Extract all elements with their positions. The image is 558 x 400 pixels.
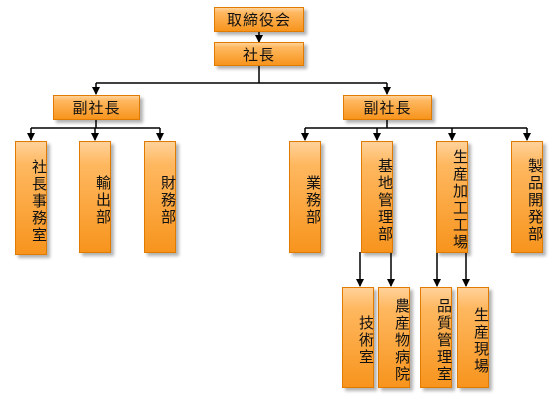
export-dept-box: 輸出部: [79, 141, 112, 253]
agri-product-clinic-box: 農産物病院: [378, 287, 411, 388]
president-box: 社長: [214, 42, 304, 66]
technical-office-box: 技術室: [342, 287, 375, 388]
quality-control-office-box: 品質管理室: [420, 287, 453, 388]
product-development-dept-box: 製品開発部: [511, 141, 544, 253]
production-site-box: 生産現場: [457, 287, 490, 388]
base-management-dept-box: 基地管理部: [361, 141, 394, 253]
finance-dept-box: 財務部: [144, 141, 177, 253]
vice-president-right-box: 副社長: [343, 95, 432, 120]
presidents-office-box: 社長事務室: [15, 141, 48, 255]
production-plant-box: 生産加工工場: [436, 141, 469, 253]
vice-president-left-box: 副社長: [53, 95, 140, 120]
board-box: 取締役会: [214, 7, 304, 32]
business-dept-box: 業務部: [289, 141, 322, 253]
